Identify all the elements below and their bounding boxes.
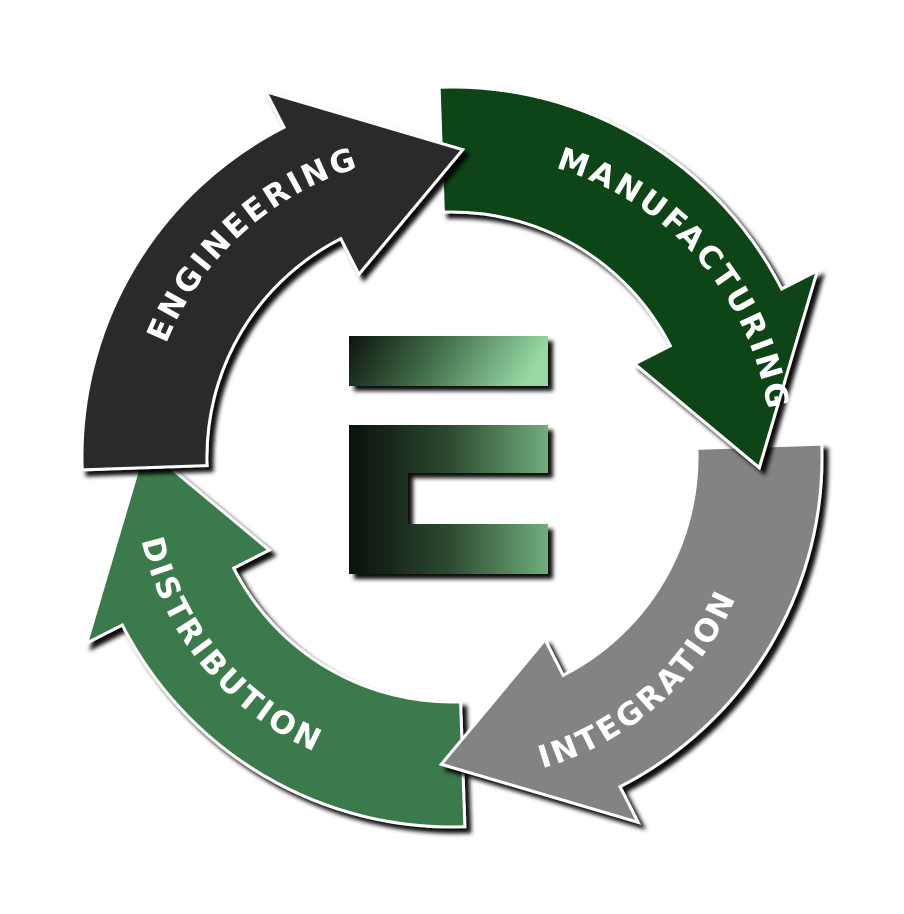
- manufacturing-arrow: [437, 85, 820, 471]
- integration-arrow: [438, 442, 824, 825]
- stylized-letter-e-logo: [349, 336, 548, 574]
- e-logo: [349, 336, 548, 574]
- engineering-arrow: [80, 89, 466, 472]
- distribution-arrow: [84, 443, 467, 829]
- logo-top-bar: [349, 336, 548, 386]
- logo-lower-block: [349, 425, 548, 574]
